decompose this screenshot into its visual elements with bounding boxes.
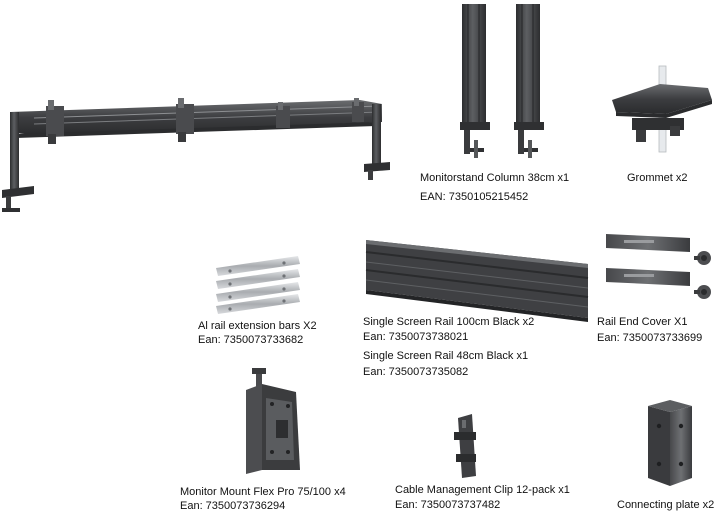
single-screen-rail-100-ean: Ean: 7350073738021 <box>363 331 469 343</box>
monitorstand-column-ean: EAN: 7350105215452 <box>420 191 529 203</box>
single-screen-rail-48-label: Single Screen Rail 48cm Black x1 <box>363 350 529 362</box>
monitorstand-column-image <box>460 4 544 158</box>
connecting-plate-label: Connecting plate x2 <box>617 499 715 511</box>
grommet-image <box>612 65 712 153</box>
cable-management-clip-label: Cable Management Clip 12-pack x1 <box>395 484 570 496</box>
monitor-mount-flex-pro-label: Monitor Mount Flex Pro 75/100 x4 <box>180 486 346 498</box>
al-rail-extension-bars-image <box>216 256 300 314</box>
single-screen-rail-image <box>365 240 589 322</box>
connecting-plate-image <box>648 400 692 486</box>
assembled-stand-image <box>2 98 390 212</box>
monitor-mount-flex-pro-ean: Ean: 7350073736294 <box>180 500 286 512</box>
al-rail-extension-bars-label: Al rail extension bars X2 <box>198 320 317 332</box>
monitorstand-column-label: Monitorstand Column 38cm x1 <box>420 172 570 184</box>
al-rail-extension-bars-ean: Ean: 7350073733682 <box>198 334 304 346</box>
single-screen-rail-100-label: Single Screen Rail 100cm Black x2 <box>363 316 535 328</box>
cable-management-clip-ean: Ean: 7350073737482 <box>395 499 501 511</box>
single-screen-rail-48-ean: Ean: 7350073735082 <box>363 366 469 378</box>
cable-management-clip-image <box>454 414 476 478</box>
rail-end-cover-ean: Ean: 7350073733699 <box>597 332 703 344</box>
rail-end-cover-label: Rail End Cover X1 <box>597 316 688 328</box>
rail-end-cover-image <box>606 234 711 299</box>
monitor-mount-flex-pro-image <box>246 368 300 474</box>
grommet-label: Grommet x2 <box>627 172 688 184</box>
